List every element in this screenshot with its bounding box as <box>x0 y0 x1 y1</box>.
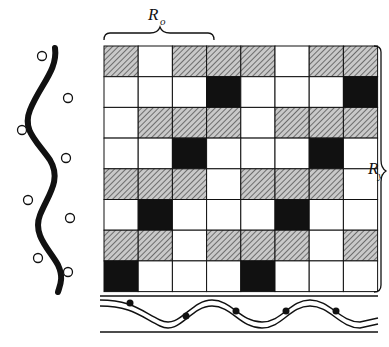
weave-cell <box>275 169 309 200</box>
weave-cell <box>172 261 206 292</box>
weave-cell <box>138 200 172 231</box>
weave-cell <box>172 77 206 108</box>
weave-cell <box>172 169 206 200</box>
weave-cell <box>241 138 275 169</box>
weave-cell <box>104 138 138 169</box>
repeat-label: R <box>148 6 158 23</box>
thread-profile <box>28 48 62 292</box>
weave-cell <box>172 46 206 77</box>
weave-cell <box>309 169 343 200</box>
weave-cell <box>275 200 309 231</box>
weave-cell <box>172 138 206 169</box>
cross-section-dot <box>183 313 190 320</box>
weave-cell <box>275 46 309 77</box>
weave-cell <box>343 200 377 231</box>
weave-cell <box>275 107 309 138</box>
weave-cell <box>241 261 275 292</box>
repeat-subscript: о <box>160 16 166 27</box>
weave-cell <box>241 107 275 138</box>
weave-cell <box>104 169 138 200</box>
weave-cell <box>138 230 172 261</box>
repeat-label: R <box>368 160 378 177</box>
weave-cell <box>138 77 172 108</box>
weave-cell <box>104 46 138 77</box>
repeat-subscript: у <box>378 170 383 181</box>
weave-cell <box>104 230 138 261</box>
weave-cell <box>138 169 172 200</box>
weave-cell <box>138 261 172 292</box>
weave-cell <box>172 200 206 231</box>
weave-cell <box>241 169 275 200</box>
cross-section-dot <box>283 308 290 315</box>
cross-section-dot <box>233 308 240 315</box>
weave-cell <box>309 77 343 108</box>
weave-cell <box>207 77 241 108</box>
weave-cell <box>207 107 241 138</box>
weave-cell <box>309 200 343 231</box>
cross-section-dot <box>127 300 340 320</box>
weave-cell <box>138 107 172 138</box>
cross-section <box>100 296 378 332</box>
weave-cell <box>241 230 275 261</box>
weave-cell <box>207 230 241 261</box>
weave-cell <box>309 138 343 169</box>
weave-cell <box>275 77 309 108</box>
weave-cell <box>275 230 309 261</box>
weave-cell <box>241 200 275 231</box>
weave-cell <box>343 230 377 261</box>
weave-cell <box>207 169 241 200</box>
weave-cell <box>343 46 377 77</box>
weave-cell <box>104 77 138 108</box>
weave-grid <box>104 46 378 292</box>
weave-cell <box>138 46 172 77</box>
weave-cell <box>241 77 275 108</box>
weave-cell <box>104 200 138 231</box>
weave-cell <box>207 46 241 77</box>
weave-cell <box>104 107 138 138</box>
weave-cell <box>138 138 172 169</box>
cross-section-dot <box>127 300 134 307</box>
weave-cell <box>172 230 206 261</box>
weave-cell <box>309 46 343 77</box>
weave-cell <box>309 230 343 261</box>
thread-dot <box>18 52 75 277</box>
weave-cell <box>207 200 241 231</box>
weave-cell <box>275 138 309 169</box>
weave-cell <box>104 261 138 292</box>
weave-cell <box>343 261 377 292</box>
weave-cell <box>275 261 309 292</box>
weave-cell <box>309 261 343 292</box>
weave-cell <box>172 107 206 138</box>
weave-cell <box>309 107 343 138</box>
weave-cell <box>343 77 377 108</box>
repeat-bracket <box>104 27 214 40</box>
cross-section-dot <box>333 308 340 315</box>
weave-cell <box>241 46 275 77</box>
weave-cell <box>343 107 377 138</box>
weave-cell <box>207 261 241 292</box>
weave-cell <box>207 138 241 169</box>
